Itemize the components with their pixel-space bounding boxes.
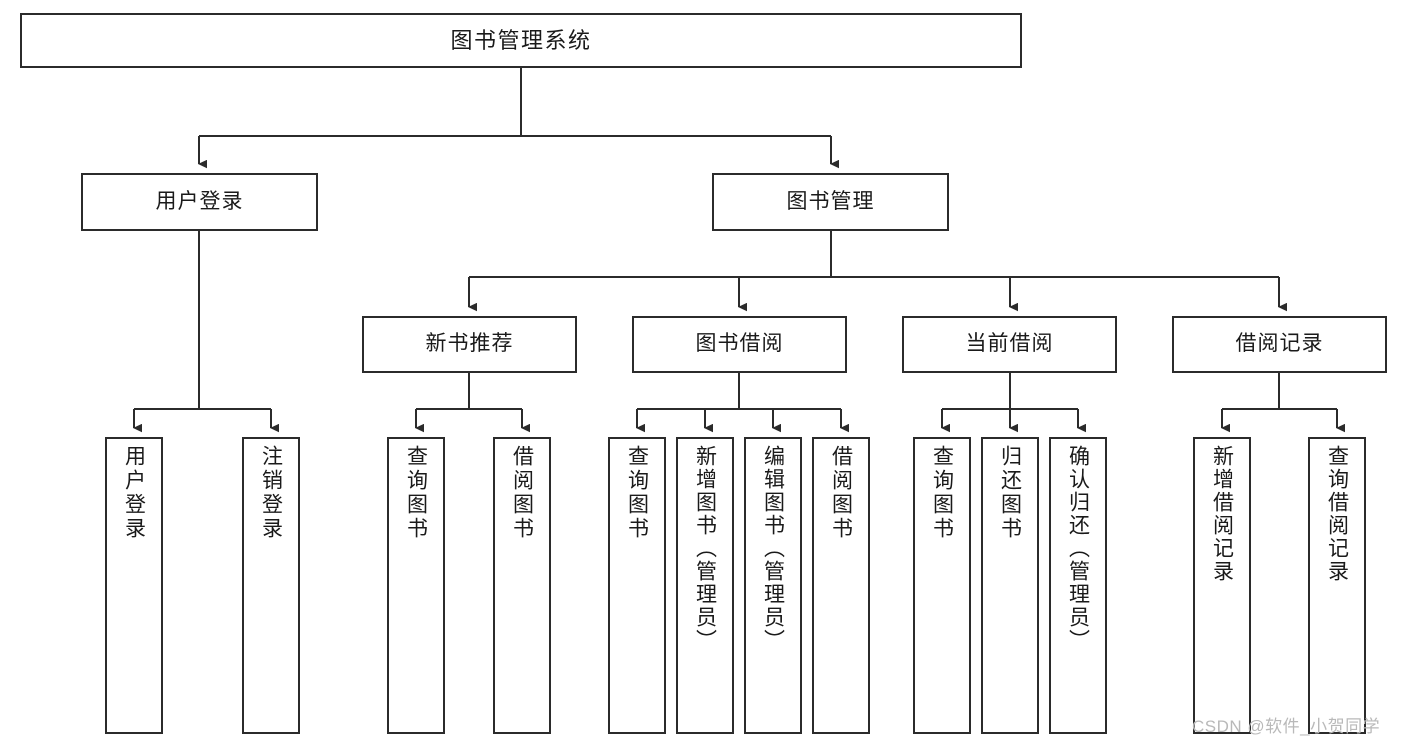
leaf-user-login[interactable]: 用户登录 [105, 437, 163, 734]
leaf-query-book-borrow[interactable]: 查询图书 [608, 437, 666, 734]
node-root-library-system[interactable]: 图书管理系统 [20, 13, 1022, 68]
node-borrow-record[interactable]: 借阅记录 [1172, 316, 1387, 373]
node-label: 用户登录 [122, 445, 146, 541]
node-label: 图书管理系统 [450, 27, 592, 53]
node-label: 注销登录 [259, 445, 283, 541]
node-label: 查询图书 [404, 445, 428, 541]
node-label: 用户登录 [155, 189, 244, 213]
node-new-book-recommend[interactable]: 新书推荐 [362, 316, 577, 373]
leaf-add-borrow-record[interactable]: 新增借阅记录 [1193, 437, 1251, 734]
node-label: 图书借阅 [695, 332, 784, 356]
node-label: 借阅记录 [1235, 332, 1324, 356]
leaf-logout-login[interactable]: 注销登录 [242, 437, 300, 734]
leaf-edit-book-admin[interactable]: 编辑图书（管理员） [744, 437, 802, 734]
node-label: 当前借阅 [965, 332, 1054, 356]
node-book-manage[interactable]: 图书管理 [712, 173, 949, 231]
node-label: 新书推荐 [425, 332, 514, 356]
node-label: 新增图书（管理员） [693, 445, 717, 652]
node-label: 图书管理 [786, 189, 875, 213]
csdn-watermark: CSDN @软件_小贺同学 [1192, 717, 1381, 736]
leaf-return-book[interactable]: 归还图书 [981, 437, 1039, 734]
leaf-query-borrow-record[interactable]: 查询借阅记录 [1308, 437, 1366, 734]
node-label: 查询图书 [930, 445, 954, 541]
leaf-borrow-book-recommend[interactable]: 借阅图书 [493, 437, 551, 734]
node-label: 借阅图书 [829, 445, 853, 541]
leaf-query-book-recommend[interactable]: 查询图书 [387, 437, 445, 734]
node-label: 查询借阅记录 [1325, 445, 1349, 583]
node-label: 新增借阅记录 [1210, 445, 1234, 583]
node-book-borrow[interactable]: 图书借阅 [632, 316, 847, 373]
leaf-confirm-return-admin[interactable]: 确认归还（管理员） [1049, 437, 1107, 734]
leaf-add-book-admin[interactable]: 新增图书（管理员） [676, 437, 734, 734]
node-label: 查询图书 [625, 445, 649, 541]
node-current-borrow[interactable]: 当前借阅 [902, 316, 1117, 373]
node-label: 归还图书 [998, 445, 1022, 541]
node-user-login[interactable]: 用户登录 [81, 173, 318, 231]
node-label: 编辑图书（管理员） [761, 445, 785, 652]
leaf-borrow-book-borrow[interactable]: 借阅图书 [812, 437, 870, 734]
node-label: 确认归还（管理员） [1066, 445, 1090, 652]
leaf-query-book-current[interactable]: 查询图书 [913, 437, 971, 734]
node-label: 借阅图书 [510, 445, 534, 541]
